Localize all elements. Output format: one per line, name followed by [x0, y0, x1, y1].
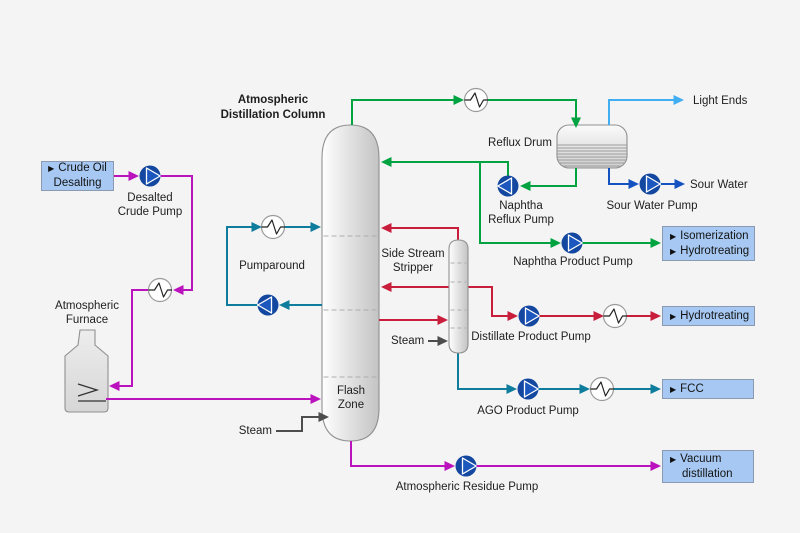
steam-stripper-label: Steam	[391, 335, 425, 347]
ago-cooler-icon	[589, 376, 615, 402]
hydrotreating-item: Hydrotreating	[680, 244, 750, 257]
steam-column-label: Steam	[238, 425, 272, 437]
pumparound-cooler-icon	[260, 214, 286, 240]
furnace-vessel	[64, 329, 109, 413]
bullet-icon: ▶	[670, 311, 677, 321]
sour-water-lines	[608, 168, 677, 185]
desalted-crude-pump-icon	[138, 164, 162, 188]
furnace-coil-icon	[77, 383, 106, 402]
bullet-icon: ▶	[670, 384, 677, 394]
vacuum-box-line1: Vacuum	[680, 452, 722, 465]
bullet-icon: ▶	[670, 231, 677, 241]
hydrotreating-box-label: Hydrotreating	[680, 309, 750, 322]
naphtha-reflux-pump-label: Naphtha Reflux Pump	[488, 200, 554, 226]
pumparound-ago-lines	[226, 226, 652, 390]
desalting-box-line1: Crude Oil	[58, 162, 107, 174]
atmospheric-residue-pump-icon	[454, 454, 478, 478]
sour-water-pump-label: Sour Water Pump	[606, 200, 698, 212]
isomerization-item: Isomerization	[680, 229, 749, 242]
stripper-label: Side Stream Stripper	[381, 248, 445, 274]
sour-water-label: Sour Water	[690, 179, 748, 191]
reflux-drum-label: Reflux Drum	[488, 137, 552, 149]
ago-product-pump-label: AGO Product Pump	[477, 405, 579, 417]
steam-lines	[276, 340, 439, 432]
vacuum-box-line2: distillation	[682, 467, 733, 480]
distillate-stripper-lines	[379, 227, 652, 321]
diagram-title: Atmospheric Distillation Column	[220, 94, 326, 121]
crude-residue-lines	[106, 175, 652, 467]
crude-preheat-exchanger-icon	[147, 277, 173, 303]
bullet-icon: ▶	[48, 164, 55, 173]
column-tray-dividers	[323, 235, 378, 378]
naphtha-product-pump-icon	[560, 231, 584, 255]
distillate-cooler-icon	[602, 303, 628, 329]
bullet-icon: ▶	[670, 454, 677, 464]
hydrotreating-box[interactable]: ▶ Hydrotreating	[662, 306, 755, 326]
naphtha-reflux-pump-icon	[496, 174, 520, 198]
pumparound-pump-icon	[256, 293, 280, 317]
pumparound-label: Pumparound	[239, 260, 305, 272]
light-ends-line	[608, 99, 676, 125]
crude-oil-desalting-box[interactable]: ▶ Crude Oil Desalting	[41, 161, 114, 191]
desalting-box-line2: Desalting	[53, 177, 102, 189]
overhead-naphtha-lines	[351, 99, 652, 244]
light-ends-label: Light Ends	[693, 95, 748, 107]
flash-zone-label: Flash Zone	[336, 385, 366, 411]
distillation-column-vessel	[321, 124, 380, 442]
sour-water-pump-icon	[638, 172, 662, 196]
distillate-product-pump-label: Distillate Product Pump	[471, 331, 591, 343]
fcc-box[interactable]: ▶ FCC	[662, 379, 754, 399]
furnace-label: Atmospheric Furnace	[55, 300, 119, 326]
bullet-icon: ▶	[670, 246, 677, 256]
isomerization-hydrotreating-box[interactable]: ▶ Isomerization ▶ Hydrotreating	[662, 226, 755, 261]
vacuum-distillation-box[interactable]: ▶ Vacuum distillation	[662, 450, 754, 483]
drum-liquid-hatch	[557, 144, 627, 167]
ago-product-pump-icon	[516, 377, 540, 401]
fcc-box-label: FCC	[680, 382, 704, 395]
reflux-drum-vessel	[556, 124, 628, 169]
naphtha-product-pump-label: Naphtha Product Pump	[513, 256, 633, 268]
side-stream-stripper-vessel	[448, 239, 469, 354]
overhead-condenser-icon	[463, 87, 489, 113]
distillate-product-pump-icon	[517, 304, 541, 328]
desalted-crude-pump-label: Desalted Crude Pump	[117, 192, 183, 218]
atmospheric-residue-pump-label: Atmospheric Residue Pump	[395, 481, 539, 493]
